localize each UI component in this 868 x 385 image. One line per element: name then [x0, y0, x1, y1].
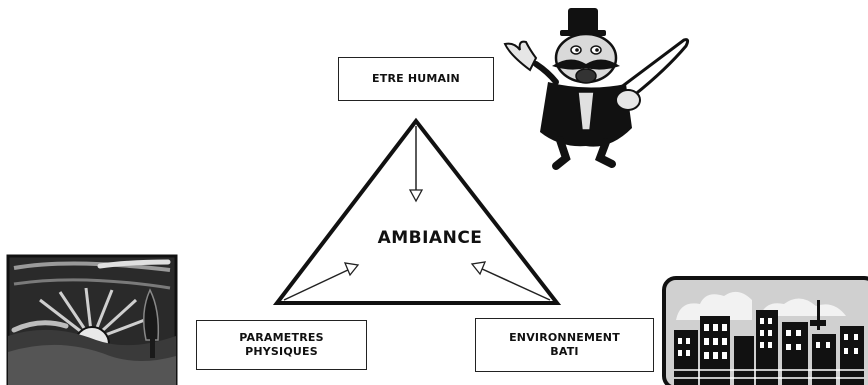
center-label-ambiance: AMBIANCE [377, 228, 483, 248]
node-etre-humain-label: ETRE HUMAIN [372, 72, 460, 85]
city-skyline-icon [662, 276, 868, 385]
node-environnement-bati: ENVIRONNEMENT BATI [475, 318, 654, 372]
node-parametres-physiques: PARAMETRES PHYSIQUES [196, 320, 367, 370]
arrow-built-to-ambiance [470, 261, 551, 301]
arrow-physical-to-ambiance [283, 262, 360, 301]
node-parametres-physiques-line1: PARAMETRES [239, 331, 324, 344]
arrow-human-to-ambiance [408, 126, 424, 203]
sun-landscape-icon [6, 254, 178, 385]
ambiance-triangle [272, 117, 562, 305]
node-etre-humain: ETRE HUMAIN [338, 57, 494, 101]
node-environnement-bati-line1: ENVIRONNEMENT [509, 331, 620, 344]
cartoon-man-with-top-hat-icon [503, 8, 690, 170]
node-environnement-bati-line2: BATI [550, 345, 579, 358]
node-parametres-physiques-line2: PHYSIQUES [245, 345, 318, 358]
